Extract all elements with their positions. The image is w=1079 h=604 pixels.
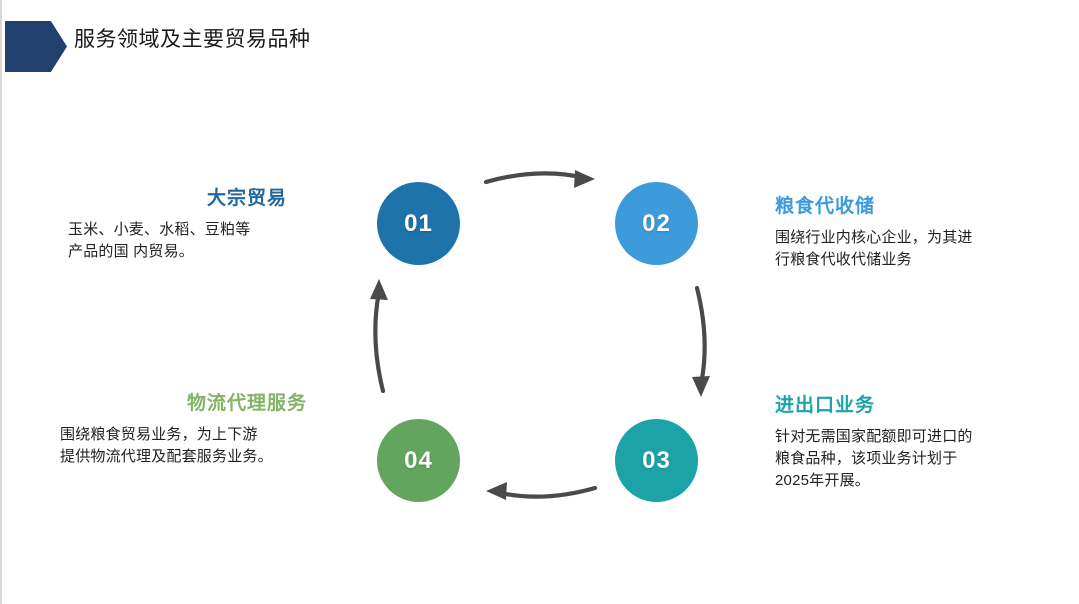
info-body-02: 围绕行业内核心企业，为其进 行粮食代收代储业务 [775, 229, 973, 268]
info-title-04: 物流代理服务 [186, 393, 307, 414]
cycle-node-01[interactable]: 01 [377, 182, 460, 265]
info-block-04: 物流代理服务 围绕粮食贸易业务，为上下游 提供物流代理及配套服务业务。 [42, 391, 307, 468]
info-block-01: 大宗贸易 玉米、小麦、水稻、豆粕等 产品的国 内贸易。 [42, 186, 287, 263]
page-title: 服务领域及主要贸易品种 [74, 28, 311, 51]
info-title-02: 粮食代收储 [775, 196, 876, 217]
info-body-01: 玉米、小麦、水稻、豆粕等 产品的国 内贸易。 [68, 221, 251, 260]
info-block-03: 进出口业务 针对无需国家配额即可进口的 粮食品种，该项业务计划于 2025年开展… [775, 393, 1045, 492]
arrow-03-to-04 [486, 482, 598, 500]
info-block-02: 粮食代收储 围绕行业内核心企业，为其进 行粮食代收代储业务 [775, 194, 1045, 271]
arrow-02-to-03 [692, 285, 710, 397]
arrow-01-to-02 [483, 170, 595, 188]
cycle-node-03[interactable]: 03 [615, 419, 698, 502]
arrow-04-to-01 [370, 279, 388, 394]
header-banner [5, 21, 67, 72]
info-title-01: 大宗贸易 [206, 188, 287, 209]
cycle-node-02[interactable]: 02 [615, 182, 698, 265]
info-body-03: 针对无需国家配额即可进口的 粮食品种，该项业务计划于 2025年开展。 [775, 428, 973, 489]
info-title-03: 进出口业务 [775, 395, 876, 416]
cycle-node-04[interactable]: 04 [377, 419, 460, 502]
info-body-04: 围绕粮食贸易业务，为上下游 提供物流代理及配套服务业务。 [60, 426, 273, 465]
